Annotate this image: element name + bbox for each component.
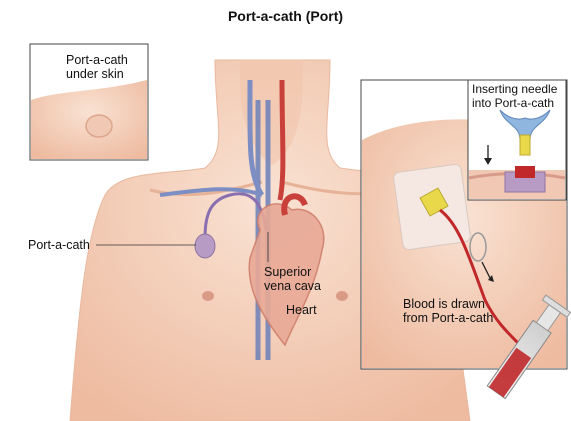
detail-port-septum [515,166,535,178]
nipple [336,291,348,301]
syringe [486,294,571,400]
flow-arrow-head [488,275,494,282]
tube-clamp [469,232,487,262]
detail-needle-hub [499,109,551,141]
subclavian-vein [159,187,263,197]
detail-down-arrow-head [484,158,492,165]
label-superior-vena-cava: Superior vena cava [264,265,321,293]
catheter-tube [203,192,268,239]
flow-arrow [481,261,491,279]
nipple [202,291,214,301]
detail-needle-shaft [519,134,531,156]
tubing [439,208,522,347]
clavicle [149,180,263,197]
inset-port-bump [85,114,113,138]
label-port-under-skin: Port-a-cath under skin [66,53,128,81]
label-blood-drawn: Blood is drawn from Port-a-cath [403,297,494,325]
aorta [281,193,308,216]
diagram-title: Port-a-cath (Port) [227,8,344,24]
label-inserting-needle: Inserting needle into Port-a-cath [472,82,558,110]
carotid-artery [277,79,286,201]
jugular-vein [247,79,265,197]
label-heart: Heart [286,303,317,317]
neck-shade [239,60,303,165]
label-port-a-cath: Port-a-cath [28,238,90,252]
port-device [194,233,216,259]
